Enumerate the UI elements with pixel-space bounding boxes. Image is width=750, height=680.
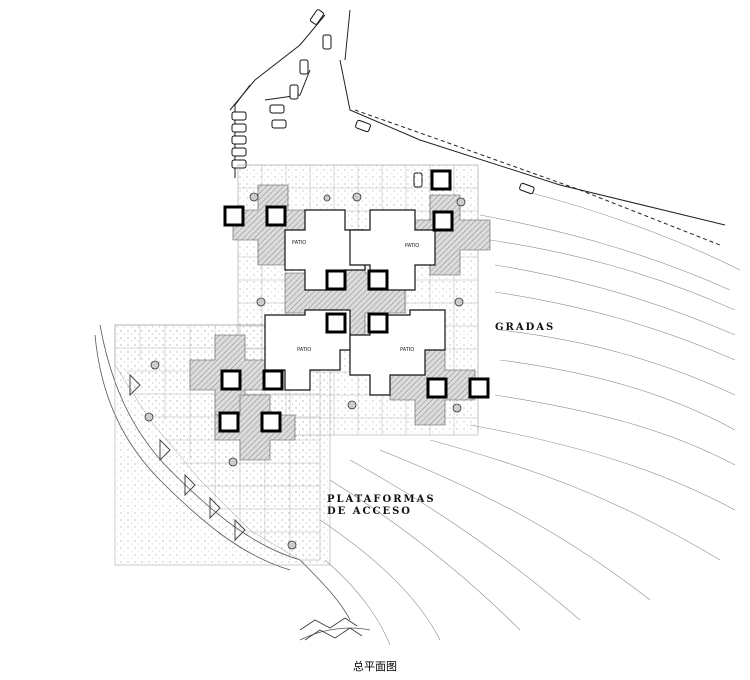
terrain-contours xyxy=(319,189,741,646)
access-road xyxy=(229,9,726,246)
patio-label-3: PATIO xyxy=(297,347,311,353)
square-pavilions xyxy=(218,169,490,433)
patio-label-1: PATIO xyxy=(292,240,306,246)
gradas-label: GRADAS xyxy=(495,322,555,333)
trees xyxy=(144,192,466,550)
patio-label-2: PATIO xyxy=(405,243,419,249)
figure-caption: 总平面图 xyxy=(353,660,397,673)
patio-label-4: PATIO xyxy=(400,347,414,353)
plataformas-label-line2: DE ACCESO xyxy=(327,506,412,517)
pier xyxy=(299,617,363,641)
parked-cars xyxy=(231,9,535,195)
edge-steps xyxy=(129,373,246,542)
plataformas-label-line1: PLATAFORMAS xyxy=(327,494,436,505)
